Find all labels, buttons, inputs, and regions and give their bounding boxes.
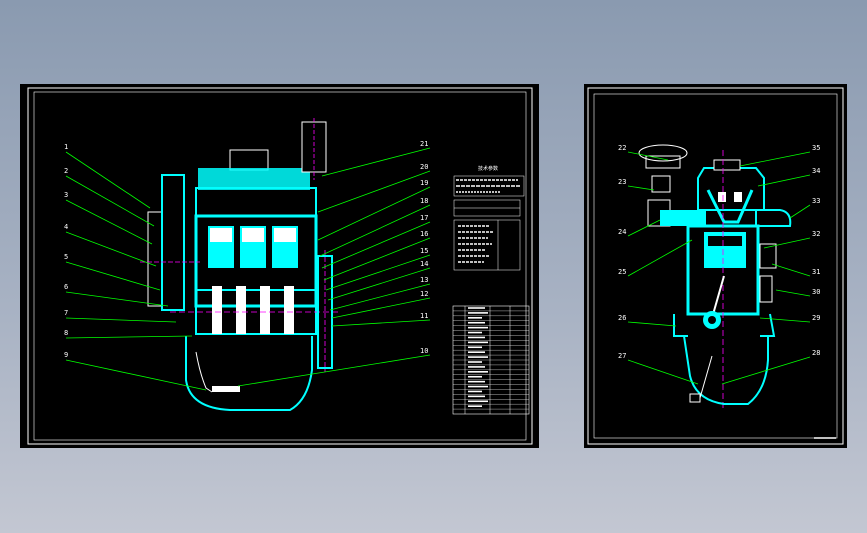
parts-table-cell: [468, 375, 482, 378]
callout-20: 20: [420, 163, 428, 171]
callout-24: 24: [618, 228, 626, 236]
parts-table-cell: [468, 361, 482, 363]
parts-table-cell: [468, 351, 485, 353]
parts-table-cell: [468, 307, 485, 309]
parts-table-cell: [468, 331, 482, 334]
callout-35: 35: [812, 144, 820, 152]
callout-2: 2: [64, 167, 68, 175]
callout-21: 21: [420, 140, 428, 148]
callout-32: 32: [812, 230, 820, 238]
parts-table-cell: [468, 371, 488, 373]
callout-13: 13: [420, 276, 428, 284]
parts-table-cell: [468, 380, 485, 383]
callout-33: 33: [812, 197, 820, 205]
callout-27: 27: [618, 352, 626, 360]
callout-15: 15: [420, 247, 428, 255]
callout-30: 30: [812, 288, 820, 296]
engine-side-section: [638, 144, 792, 410]
callout-3: 3: [64, 191, 68, 199]
callout-23: 23: [618, 178, 626, 186]
callout-31: 31: [812, 268, 820, 276]
callout-11: 11: [420, 312, 428, 320]
callout-16: 16: [420, 230, 428, 238]
parts-table-cell: [468, 312, 488, 314]
callout-8: 8: [64, 329, 68, 337]
callout-22: 22: [618, 144, 626, 152]
callout-19: 19: [420, 179, 428, 187]
callout-29: 29: [812, 314, 820, 322]
parts-table-cell: [468, 317, 482, 319]
parts-table-cell: [468, 405, 482, 407]
callout-25: 25: [618, 268, 626, 276]
callout-7: 7: [64, 309, 68, 317]
spec-notes-block: 技术参数: [453, 165, 525, 271]
left-callout-numbers: 1 2 3 4 5 6 7 8 9: [64, 143, 68, 359]
parts-table-cell: [468, 395, 485, 398]
parts-table-cell: [468, 390, 482, 393]
left-sheet: 1 2 3 4 5 6 7 8 9 21 20: [20, 84, 539, 448]
engine-front-section: [140, 118, 340, 411]
callout-18: 18: [420, 197, 428, 205]
callout-1: 1: [64, 143, 68, 151]
side-callout-numbers: 22 23 24 25 26 27 35 34 33 32 31 30 29 2…: [618, 144, 820, 360]
left-leader-lines: [65, 151, 207, 391]
parts-table-cell: [468, 321, 485, 324]
callout-10: 10: [420, 347, 428, 355]
right-callout-numbers: 21 20 19 18 17 16 15 14 13 12 11 10: [420, 140, 428, 355]
side-leader-lines: [627, 151, 811, 385]
spec-title: 技术参数: [478, 165, 498, 172]
callout-28: 28: [812, 349, 820, 357]
parts-table-cell: [468, 400, 488, 403]
callout-17: 17: [420, 214, 428, 222]
callout-26: 26: [618, 314, 626, 322]
parts-table-cell: [468, 385, 488, 388]
callout-5: 5: [64, 253, 68, 261]
callout-4: 4: [64, 223, 68, 231]
parts-table-cell: [468, 336, 485, 339]
parts-table-cell: [468, 346, 482, 349]
parts-list-table: [452, 305, 530, 415]
parts-table-cell: [468, 366, 485, 368]
parts-table-cell: [468, 341, 488, 344]
parts-table-cell: [468, 326, 488, 329]
callout-14: 14: [420, 260, 428, 268]
parts-table-cell: [468, 356, 488, 358]
right-sheet: 22 23 24 25 26 27 35 34 33 32 31 30 29 2…: [584, 84, 847, 448]
callout-9: 9: [64, 351, 68, 359]
right-leader-lines: [237, 147, 431, 387]
callout-12: 12: [420, 290, 428, 298]
callout-6: 6: [64, 283, 68, 291]
callout-34: 34: [812, 167, 820, 175]
parts-table-rows: [453, 307, 529, 410]
